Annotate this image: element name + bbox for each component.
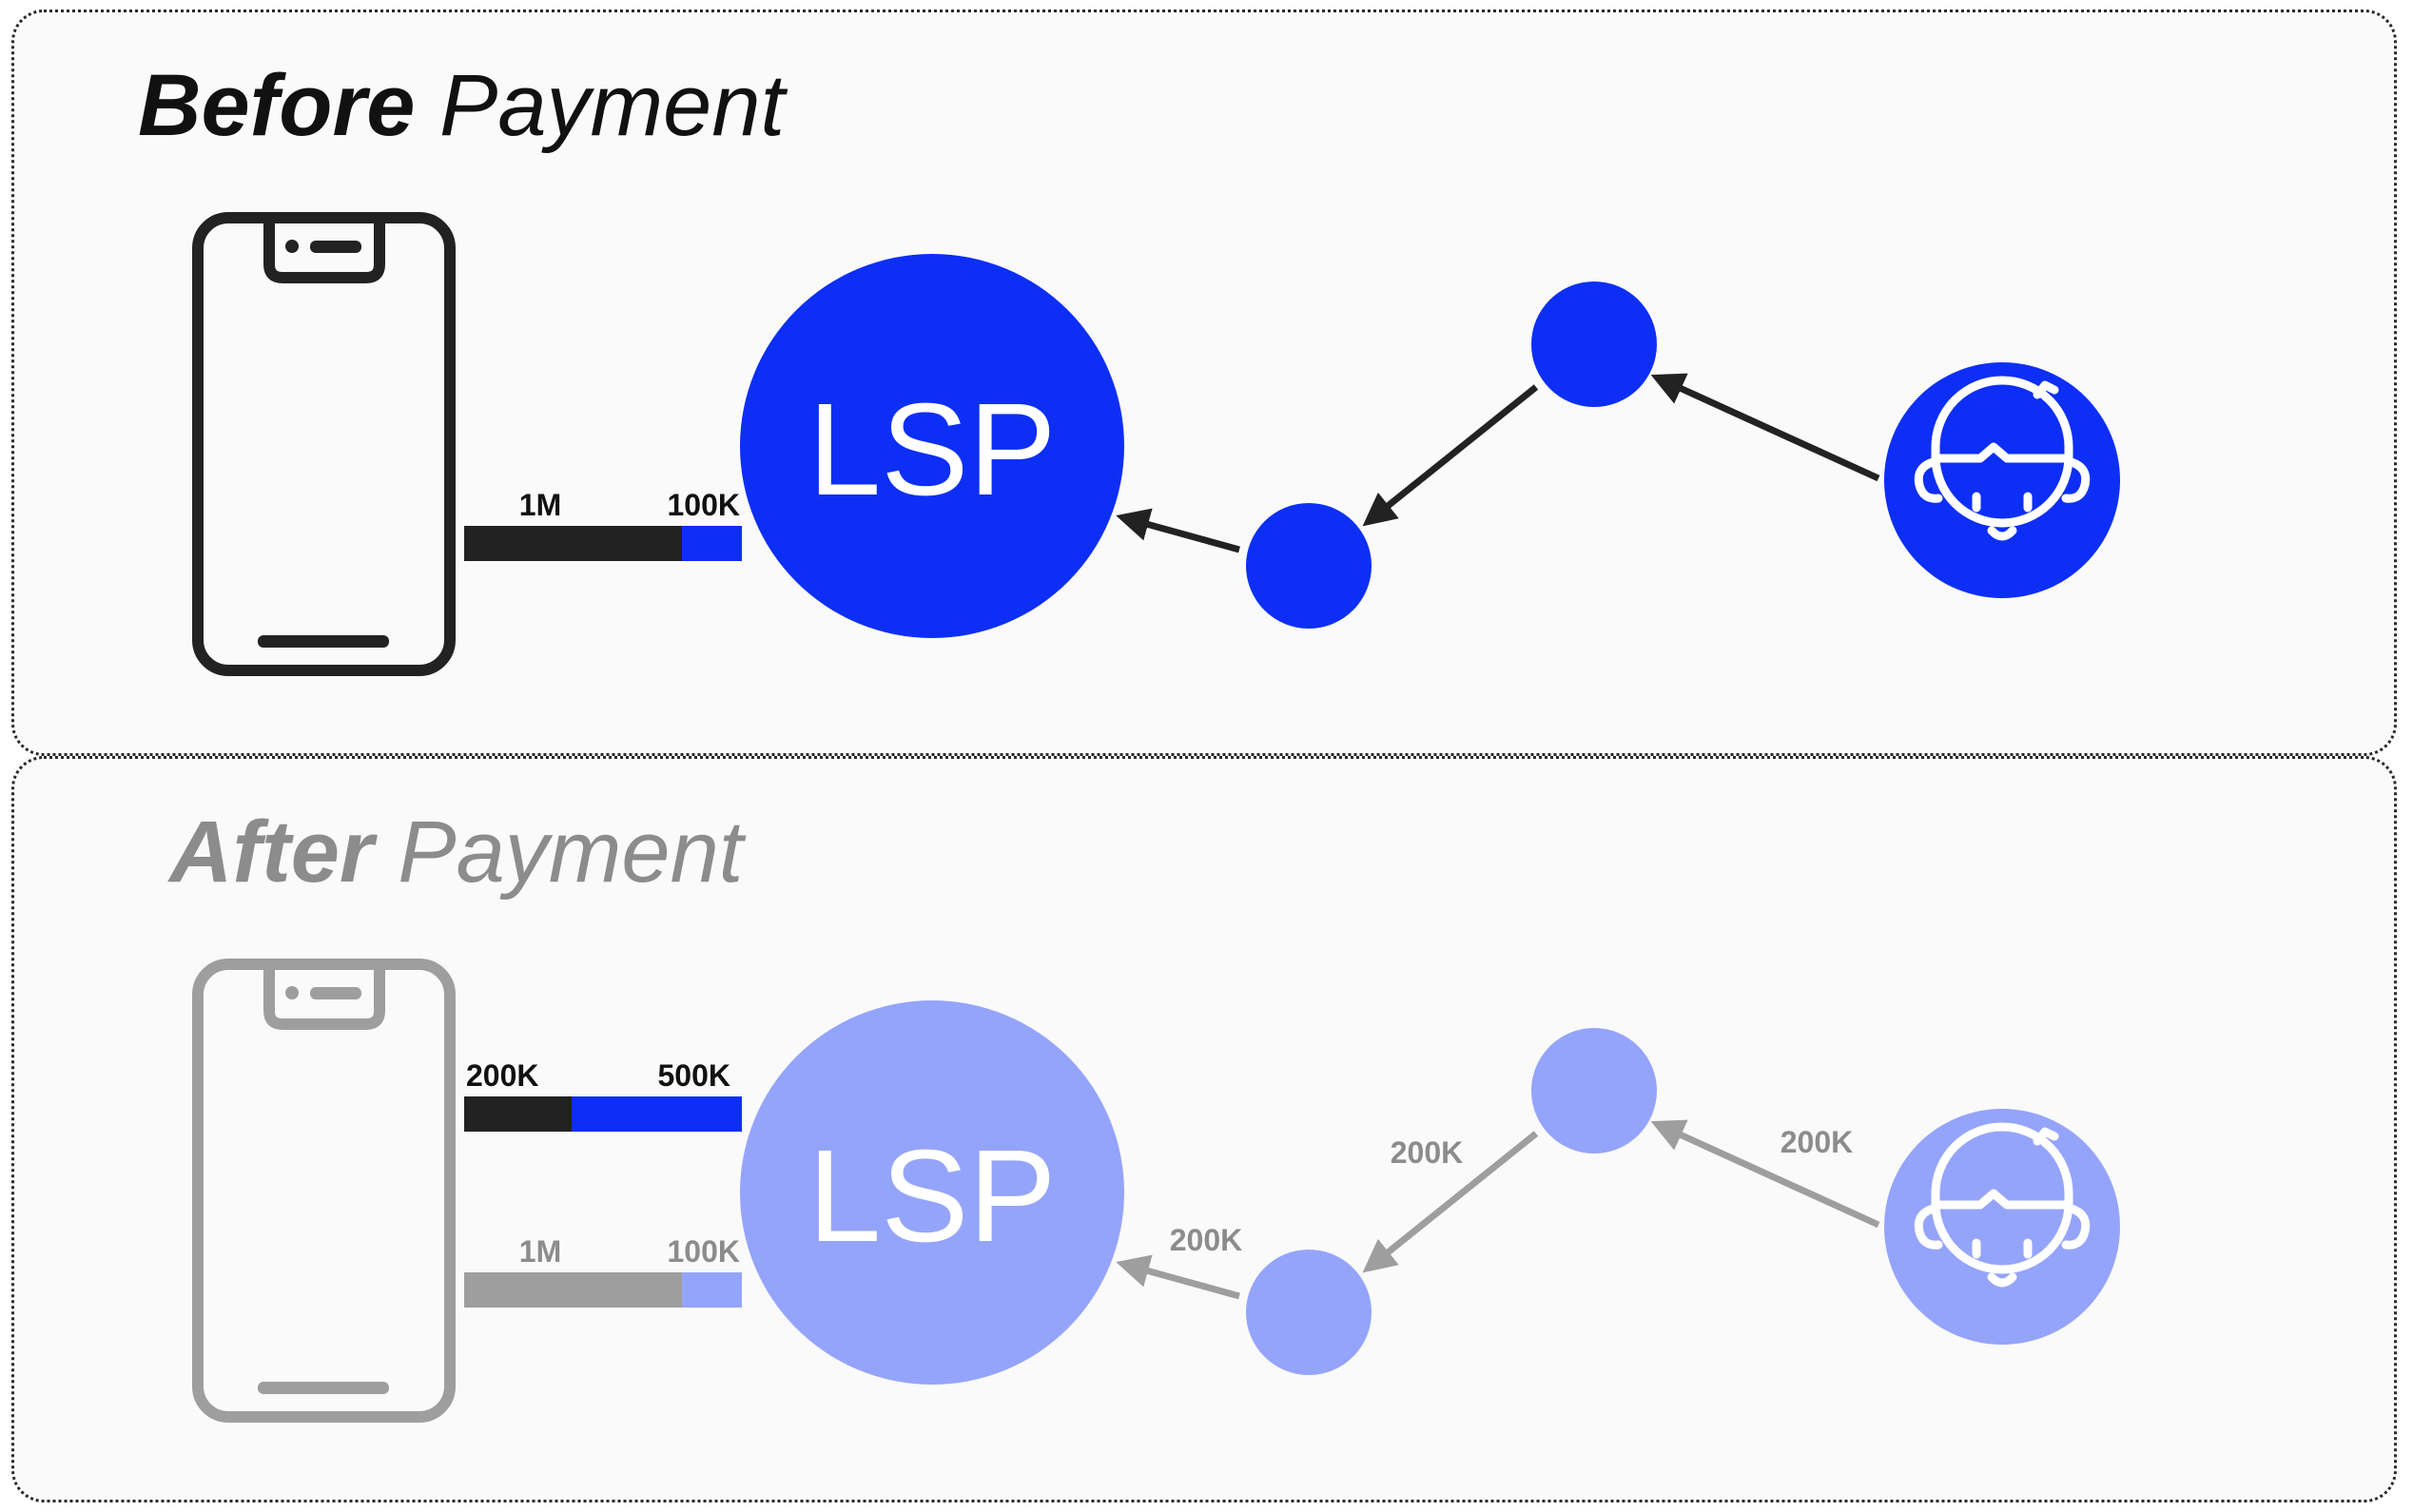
after-routing-node-1 <box>1246 1250 1372 1375</box>
after-lsp-node: LSP <box>740 1000 1124 1385</box>
after-new-channel-right-label: 500K <box>658 1058 731 1093</box>
person-icon <box>1914 1122 2091 1288</box>
channel-remote-segment <box>682 526 742 561</box>
after-new-channel-bar: 200K 500K <box>464 1058 742 1132</box>
after-routing-node-2 <box>1531 1028 1657 1153</box>
old-channel-remote-segment <box>682 1272 742 1308</box>
new-channel-local-segment <box>464 1096 572 1132</box>
before-lsp-label: LSP <box>808 377 1057 523</box>
before-channel-bar: 1M 100K <box>464 488 742 561</box>
after-arrow-node-to-lsp <box>1116 1254 1240 1300</box>
after-diagram: 200K 500K 1M 100K LSP 200K 200K 200K <box>192 959 2120 1423</box>
before-sender-node <box>1884 362 2120 598</box>
before-payment-title: Before Payment <box>138 62 785 149</box>
hop-label-sender-to-node: 200K <box>1781 1125 1854 1159</box>
after-payment-title: After Payment <box>169 808 743 896</box>
hop-label-node-to-node: 200K <box>1391 1135 1464 1170</box>
after-arrow-sender-to-node <box>1650 1119 1880 1229</box>
before-title-strong: Before <box>138 57 416 154</box>
before-channel-left-label: 1M <box>519 488 561 522</box>
after-old-channel-bar: 1M 100K <box>464 1234 742 1308</box>
after-lsp-label: LSP <box>808 1123 1057 1270</box>
before-channel-right-label: 100K <box>668 488 741 522</box>
after-sender-node <box>1884 1109 2120 1345</box>
channel-local-segment <box>464 526 682 561</box>
before-arrow-sender-to-node <box>1650 373 1880 482</box>
after-title-light: Payment <box>398 804 744 901</box>
after-title-strong: After <box>169 804 374 901</box>
before-routing-node-2 <box>1531 281 1657 407</box>
hop-label-node-to-lsp: 200K <box>1170 1223 1243 1257</box>
after-old-channel-left-label: 1M <box>519 1234 561 1269</box>
before-routing-node-1 <box>1246 503 1372 629</box>
after-old-channel-right-label: 100K <box>668 1234 741 1269</box>
before-title-light: Payment <box>438 57 786 154</box>
phone-icon <box>192 212 456 676</box>
before-diagram: 1M 100K LSP <box>192 212 2120 676</box>
before-arrow-node-to-node <box>1362 384 1539 527</box>
before-lsp-node: LSP <box>740 254 1124 638</box>
person-icon <box>1914 376 2091 541</box>
after-arrow-node-to-node <box>1362 1131 1539 1273</box>
phone-icon <box>192 959 456 1423</box>
new-channel-remote-segment <box>572 1096 742 1132</box>
before-arrow-node-to-lsp <box>1116 508 1240 553</box>
after-new-channel-left-label: 200K <box>466 1058 539 1093</box>
old-channel-local-segment <box>464 1272 682 1308</box>
